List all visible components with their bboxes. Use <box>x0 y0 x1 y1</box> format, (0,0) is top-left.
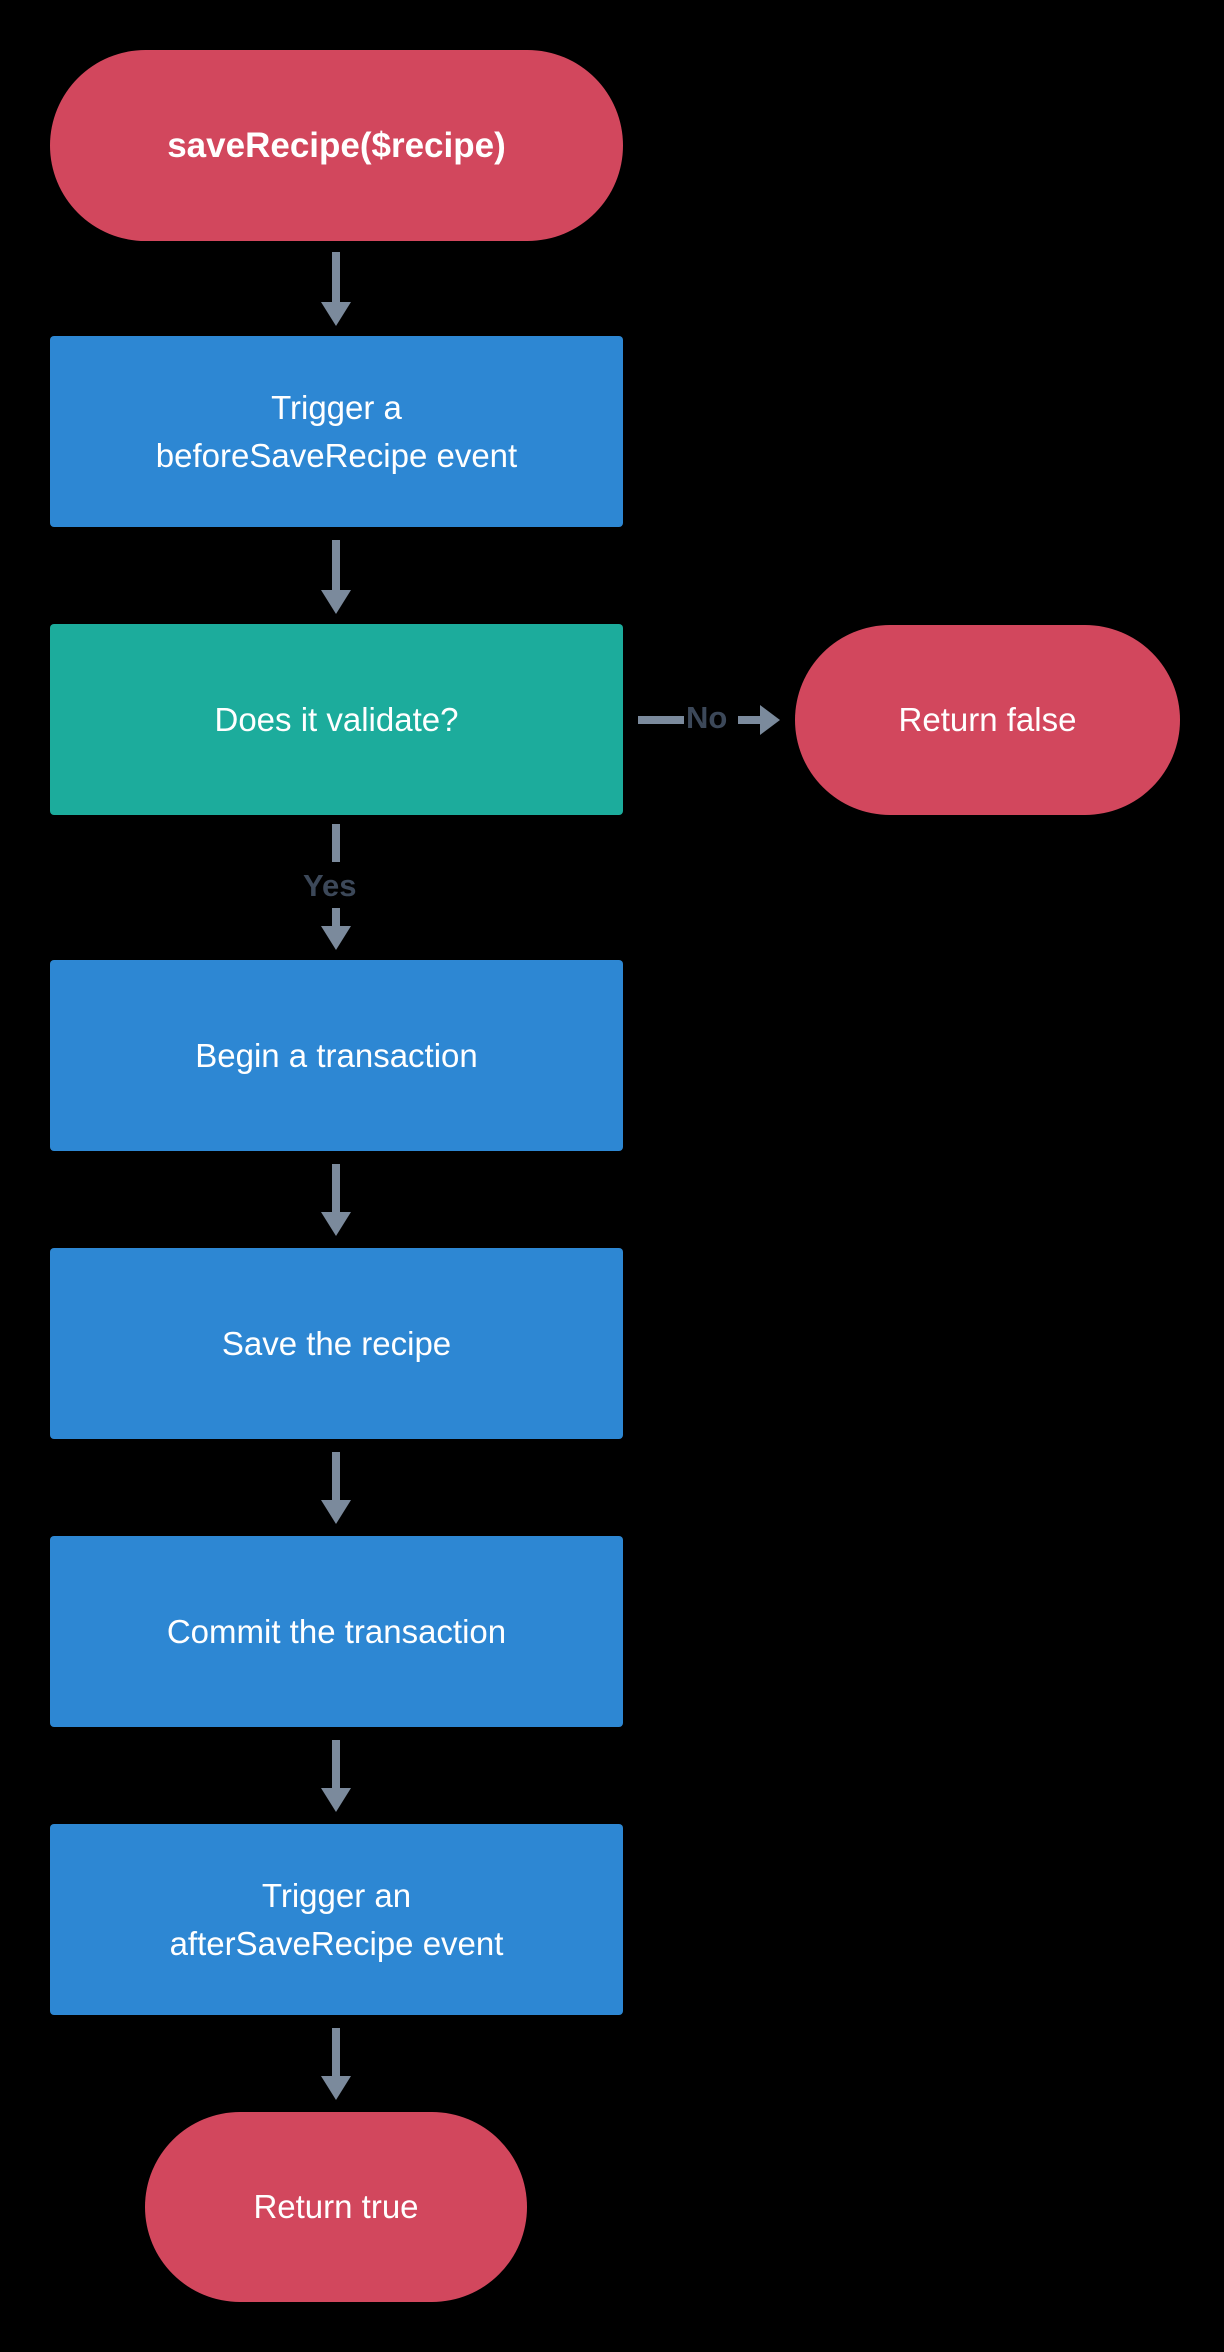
process-save-the-recipe: Save the recipe <box>50 1248 623 1439</box>
arrow-down-icon <box>321 302 351 326</box>
arrow-down-line <box>332 540 340 590</box>
node-label: beforeSaveRecipe event <box>155 436 518 474</box>
process-trigger-after-save-recipe-event: Trigger an afterSaveRecipe event <box>50 1824 623 2015</box>
terminal-return-false: Return false <box>795 625 1180 815</box>
node-label: Return true <box>253 2188 419 2225</box>
edge-yes-line <box>332 824 340 862</box>
edge-label-no: No <box>686 700 728 735</box>
process-begin-transaction: Begin a transaction <box>50 960 623 1151</box>
decision-does-it-validate: Does it validate? <box>50 624 623 815</box>
terminal-return-true: Return true <box>145 2112 527 2302</box>
arrow-down-icon <box>321 2076 351 2100</box>
node-label: Trigger a <box>271 388 402 426</box>
arrow-down-icon <box>321 926 351 950</box>
node-label: afterSaveRecipe event <box>169 1924 504 1962</box>
arrow-down-icon <box>321 1788 351 1812</box>
process-commit-transaction: Commit the transaction <box>50 1536 623 1727</box>
node-label: Commit the transaction <box>166 1612 507 1650</box>
arrow-down-icon <box>321 1212 351 1236</box>
node-label: Save the recipe <box>221 1324 452 1362</box>
edge-no-line <box>638 716 684 724</box>
node-label: saveRecipe($recipe) <box>167 125 506 165</box>
arrow-down-line <box>332 1164 340 1212</box>
node-label: Return false <box>898 701 1077 738</box>
start-node-save-recipe: saveRecipe($recipe) <box>50 50 623 241</box>
node-label: Begin a transaction <box>195 1036 478 1074</box>
arrow-down-icon <box>321 590 351 614</box>
node-label: Does it validate? <box>214 700 459 738</box>
arrow-down-line <box>332 1740 340 1788</box>
arrow-right-icon <box>760 705 780 735</box>
node-label: Trigger an <box>261 1876 412 1914</box>
arrow-down-icon <box>321 1500 351 1524</box>
edge-yes-line <box>332 908 340 926</box>
edge-no-line <box>738 716 760 724</box>
arrow-down-line <box>332 1452 340 1500</box>
arrow-down-line <box>332 2028 340 2076</box>
edge-label-yes: Yes <box>303 868 357 903</box>
arrow-down-line <box>332 252 340 302</box>
process-trigger-before-save-recipe-event: Trigger a beforeSaveRecipe event <box>50 336 623 527</box>
